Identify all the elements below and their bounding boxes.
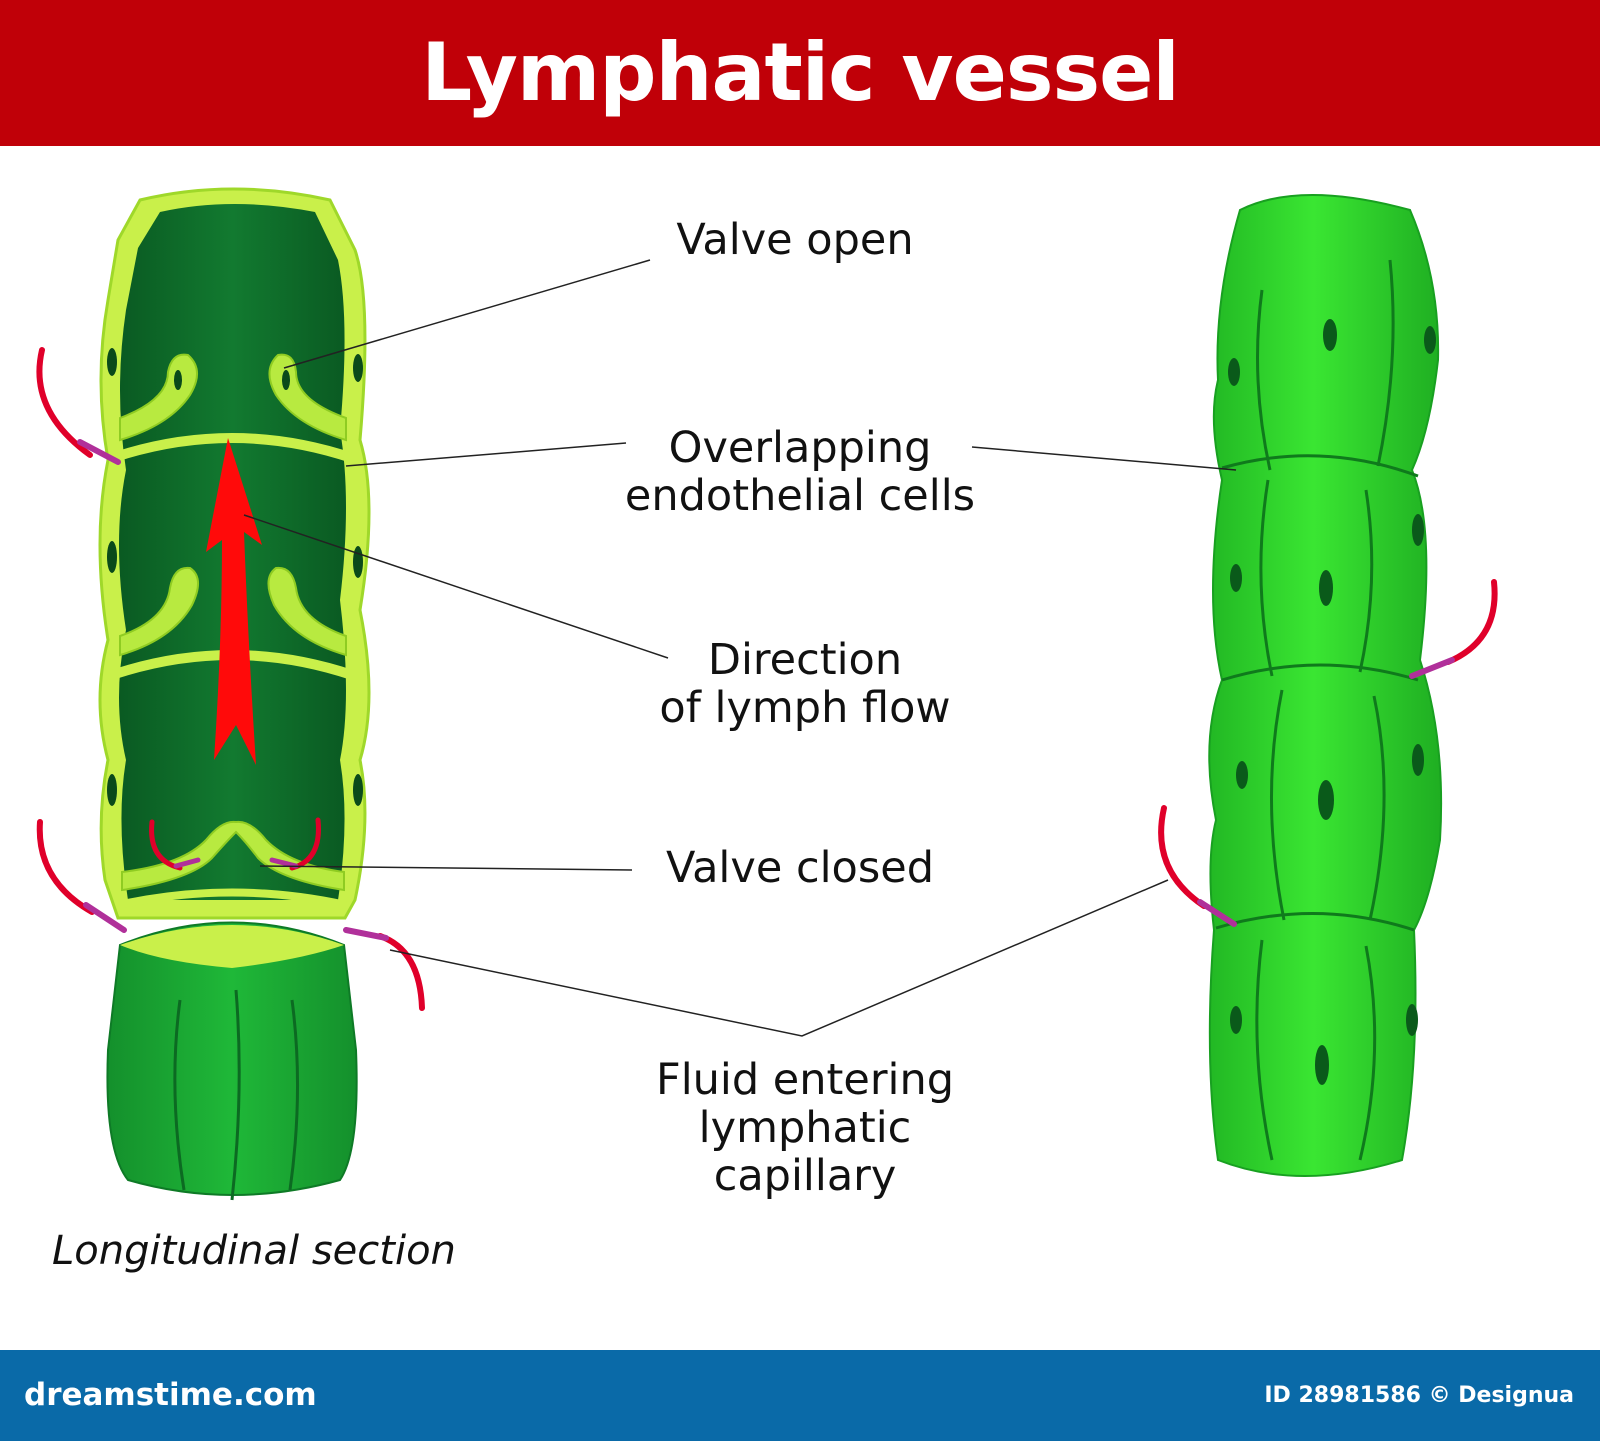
label-direction-of-lymph-flow: Direction of lymph flow <box>659 635 951 733</box>
valve-closed-leaflets <box>121 820 345 892</box>
fluid-entry-arrows-right <box>1158 579 1498 927</box>
capillary-exterior <box>1158 194 1498 1177</box>
page-title: Lymphatic vessel <box>421 26 1180 119</box>
caption-longitudinal-section: Longitudinal section <box>52 1228 456 1274</box>
label-valve-open: Valve open <box>676 215 914 265</box>
footer-site-name: dreamstime.com <box>24 1377 317 1413</box>
footer-bar: dreamstime.com ID 28981586 © Designua <box>0 1350 1600 1441</box>
vessel-lower-segment <box>106 921 358 1196</box>
fluid-entry-arrows-left <box>36 347 425 1011</box>
label-overlapping-endothelial-cells: Overlapping endothelial cells <box>624 423 976 521</box>
flow-direction-arrow <box>206 438 262 765</box>
leader-lines <box>243 259 1237 1037</box>
title-banner: Lymphatic vessel <box>0 0 1600 146</box>
label-valve-closed: Valve closed <box>666 843 934 893</box>
footer-image-id: ID 28981586 © Designua <box>1264 1383 1574 1408</box>
longitudinal-section <box>36 187 425 1201</box>
label-fluid-entering-lymphatic-capillary: Fluid entering lymphatic capillary <box>655 1055 955 1201</box>
lymphatic-vessel-diagram <box>36 187 1498 1201</box>
